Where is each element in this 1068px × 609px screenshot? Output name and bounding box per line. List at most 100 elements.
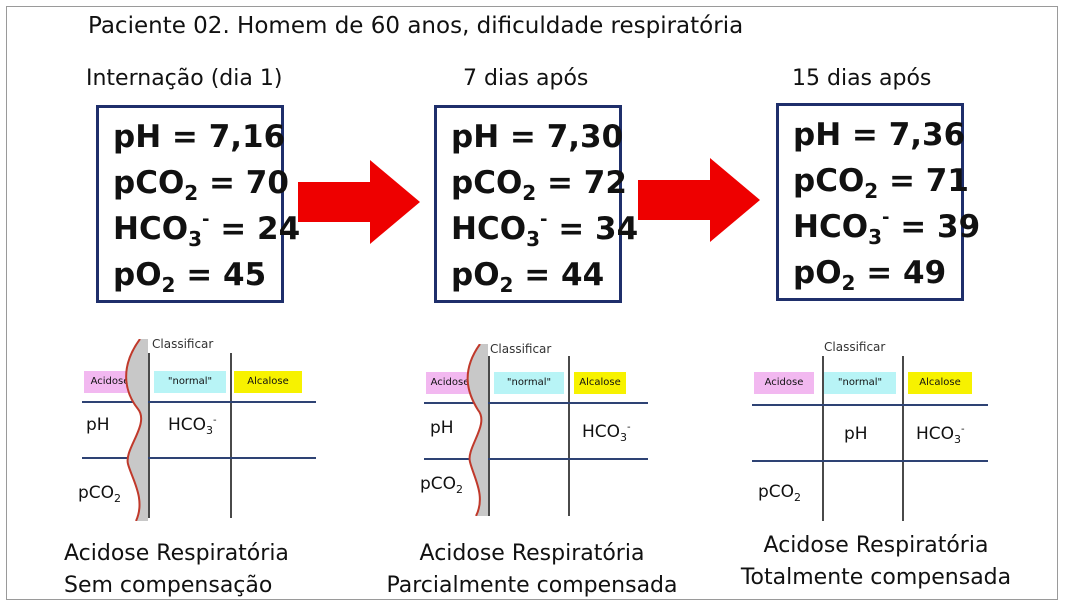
pco2-value: 72 (583, 165, 627, 201)
grid-divider (488, 356, 490, 516)
classify-label: Classificar (824, 340, 886, 354)
gas-values-box-day7: pH = 7,30 pCO2 = 72 HCO3- = 34 pO2 = 44 (434, 105, 639, 303)
classification-grid-day15: Classificar Acidose "normal" Alcalose pH… (748, 338, 993, 523)
ph-value: 7,36 (888, 117, 966, 153)
pco2-value: 71 (925, 163, 969, 199)
row-pco2-text: pCO (420, 474, 457, 494)
classify-label: Classificar (152, 337, 214, 351)
ph-value: 7,16 (208, 119, 286, 155)
hco3-sub: 3 (620, 431, 628, 444)
hco3-sub: 3 (954, 433, 962, 446)
pco2-line: pCO2 = 72 (451, 165, 627, 205)
ph-label: pH = (451, 119, 547, 155)
hco3-cell: HCO3- (582, 422, 631, 444)
classification-grid-day1: Classificar Acidose "normal" Alcalose pH… (78, 335, 318, 521)
grid-divider (568, 356, 570, 516)
hco3-text: HCO (168, 415, 207, 435)
distribution-curve (466, 344, 488, 516)
alcalose-tag: Alcalose (908, 372, 972, 394)
caption-diagnosis: Acidose Respiratória (64, 541, 289, 566)
po2-value: 49 (903, 255, 947, 291)
ph-line: pH = 7,16 (113, 114, 285, 160)
acidose-tag: Acidose (754, 372, 814, 394)
grid-divider (822, 356, 824, 521)
hco3-sub: 3 (206, 424, 214, 437)
right-arrow-icon (638, 158, 760, 242)
row-pco2-sub: 2 (456, 483, 464, 496)
hco3-cell: HCO3- (916, 424, 965, 446)
classify-label: Classificar (490, 342, 552, 356)
normal-tag: "normal" (494, 372, 564, 394)
ph-value: 7,30 (546, 119, 624, 155)
slide-title: Paciente 02. Homem de 60 anos, dificulda… (88, 13, 744, 39)
po2-line: pO2 = 49 (793, 255, 947, 295)
po2-line: pO2 = 44 (451, 257, 605, 297)
gas-values-box-day1: pH = 7,16 pCO2 = 70 HCO3- = 24 pO2 = 45 (96, 105, 301, 303)
classification-grid-day7: Classificar Acidose "normal" Alcalose pH… (420, 340, 660, 520)
hco3-cell: HCO3- (168, 415, 217, 437)
row-label-pco2: pCO2 (758, 482, 802, 504)
hco3-text: HCO (916, 424, 955, 444)
row-pco2-text: pCO (78, 483, 115, 503)
hco3-line: HCO3- = 24 (113, 209, 301, 251)
ph-cell: pH (844, 424, 868, 444)
pco2-value: 70 (245, 165, 289, 201)
grid-divider (424, 402, 648, 404)
pco2-line: pCO2 = 70 (113, 165, 289, 205)
ph-label: pH = (793, 117, 889, 153)
caption-diagnosis: Acidose Respiratória (419, 541, 645, 566)
pco2-line: pCO2 = 71 (793, 163, 969, 203)
alcalose-tag: Alcalose (574, 372, 626, 394)
caption-day1: Acidose Respiratória Sem compensação (64, 538, 289, 602)
gas-values-box-day15: pH = 7,36 pCO2 = 71 HCO3- = 39 pO2 = 49 (776, 103, 981, 301)
po2-line: pO2 = 45 (113, 257, 267, 297)
hco3-value: 24 (257, 211, 301, 247)
caption-compensation: Totalmente compensada (740, 565, 1012, 590)
alcalose-tag: Alcalose (234, 371, 302, 393)
ph-label: pH = (113, 119, 209, 155)
row-label-ph: pH (430, 418, 454, 438)
grid-divider (148, 353, 150, 518)
hco3-text: HCO (582, 422, 621, 442)
hco3-line: HCO3- = 39 (793, 207, 981, 249)
ph-line: pH = 7,30 (451, 114, 623, 160)
po2-value: 44 (561, 257, 605, 293)
row-ph-text: pH (844, 424, 868, 444)
row-pco2-sub: 2 (794, 491, 802, 504)
slide-frame (6, 6, 1058, 600)
row-pco2-sub: 2 (114, 492, 122, 505)
normal-tag: "normal" (824, 372, 896, 394)
row-pco2-text: pCO (758, 482, 795, 502)
column-heading-day1: Internação (dia 1) (86, 66, 283, 91)
acidose-tag: Acidose (84, 371, 136, 393)
grid-divider (230, 353, 232, 518)
distribution-curve (125, 339, 148, 521)
caption-day7: Acidose Respiratória Parcialmente compen… (380, 538, 684, 602)
hco3-sup: - (627, 422, 631, 433)
column-heading-day7: 7 dias após (463, 66, 589, 91)
hco3-value: 34 (595, 211, 639, 247)
po2-value: 45 (223, 257, 267, 293)
hco3-sup: - (213, 415, 217, 426)
grid-divider (424, 458, 648, 460)
row-label-pco2: pCO2 (78, 483, 122, 505)
grid-divider (752, 404, 988, 406)
grid-divider (752, 460, 988, 462)
row-ph-text: pH (86, 415, 110, 435)
grid-divider (902, 356, 904, 521)
ph-line: pH = 7,36 (793, 112, 965, 158)
hco3-value: 39 (937, 209, 981, 245)
acidose-tag: Acidose (426, 372, 474, 394)
row-label-ph: pH (86, 415, 110, 435)
row-ph-text: pH (430, 418, 454, 438)
caption-day15: Acidose Respiratória Totalmente compensa… (726, 530, 1026, 594)
normal-tag: "normal" (154, 371, 226, 393)
right-arrow-icon (298, 160, 420, 244)
column-heading-day15: 15 dias após (792, 66, 932, 91)
hco3-sup: - (961, 424, 965, 435)
row-label-pco2: pCO2 (420, 474, 464, 496)
hco3-line: HCO3- = 34 (451, 209, 639, 251)
caption-diagnosis: Acidose Respiratória (763, 533, 989, 558)
grid-divider (82, 401, 316, 403)
grid-divider (82, 457, 316, 459)
